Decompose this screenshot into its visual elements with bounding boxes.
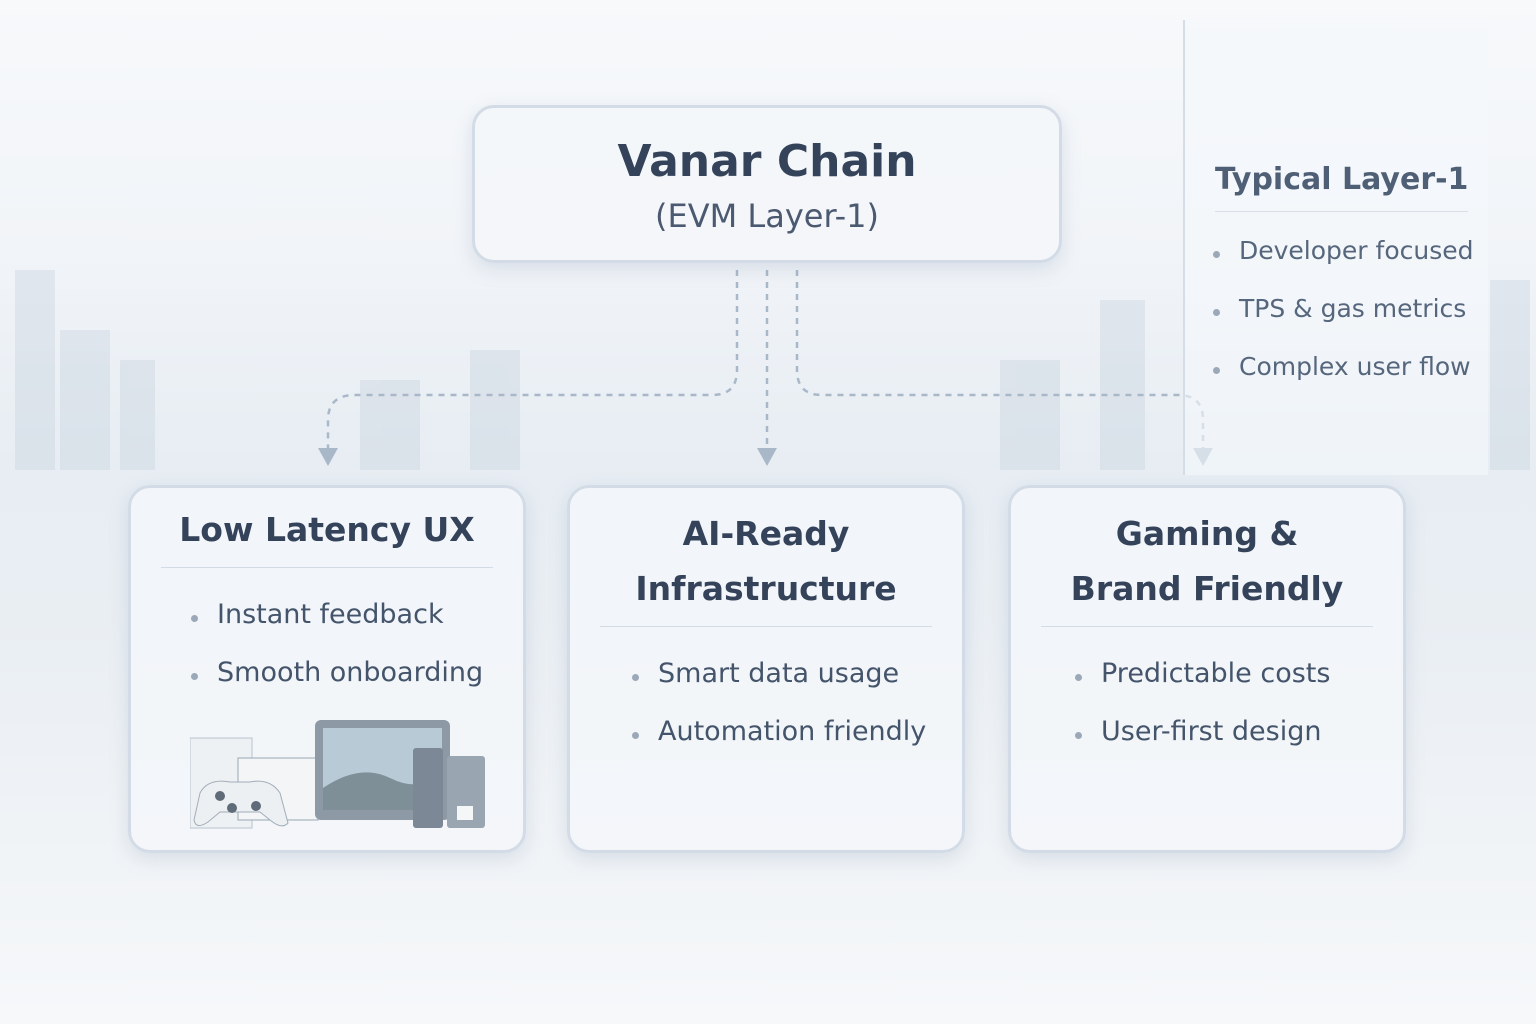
card-title: Low Latency UX [179,510,475,549]
list-item: Automation friendly [632,703,962,761]
gaming-devices-icon [190,720,485,829]
card-title-line: Infrastructure [635,569,897,608]
root-title: Vanar Chain [617,136,917,187]
list-item: TPS & gas metrics [1213,280,1488,338]
card-title-line: Gaming & [1115,514,1299,553]
root-subtitle: (EVM Layer-1) [655,197,879,235]
card-title-line: AI-Ready [682,514,850,553]
list-item: Smooth onboarding [191,644,523,702]
list-item: Developer focused [1213,222,1488,280]
card-gaming-brand-friendly: Gaming & Brand Friendly Predictable costs… [1008,485,1406,853]
list-item: User-first design [1075,703,1403,761]
list-item: Smart data usage [632,645,962,703]
list-item: Complex user flow [1213,338,1488,396]
side-title: Typical Layer-1 [1215,162,1469,197]
vanar-chain-node: Vanar Chain (EVM Layer-1) [472,105,1062,263]
divider [161,567,493,568]
typical-layer1-panel: Typical Layer-1 Developer focused TPS & … [1183,20,1488,475]
divider [600,626,932,627]
divider [1215,211,1468,212]
card-title-line: Brand Friendly [1070,569,1344,608]
list-item: Predictable costs [1075,645,1403,703]
list-item: Instant feedback [191,586,523,644]
divider [1041,626,1373,627]
city-skyline-background [0,250,1536,470]
